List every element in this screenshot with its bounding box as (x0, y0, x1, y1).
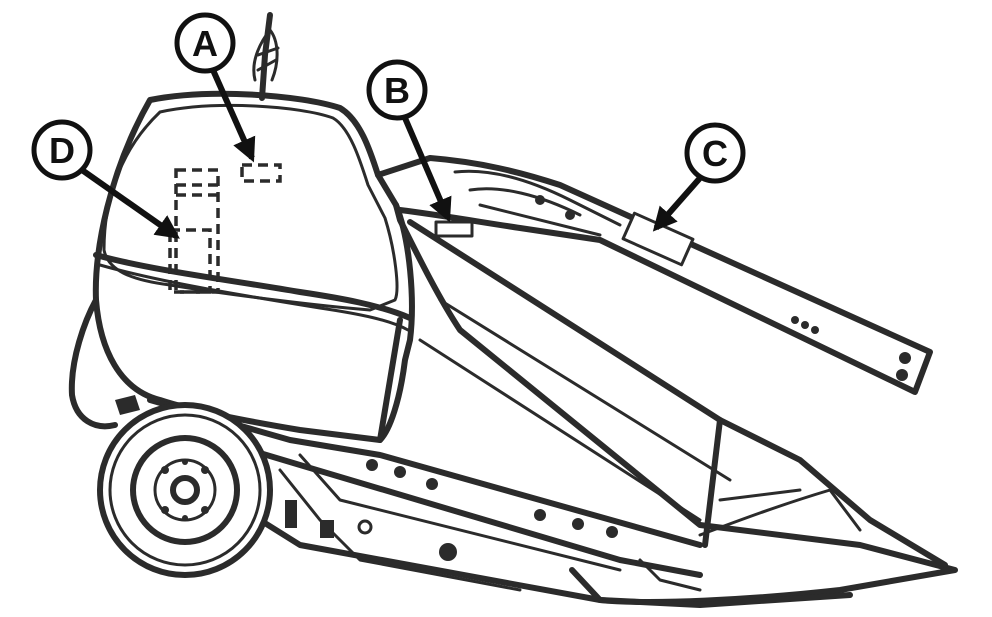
handle-bar (375, 155, 933, 395)
callout-d-leader (80, 167, 180, 239)
mower-deck (377, 202, 958, 605)
decal-location-b (434, 220, 474, 238)
callout-d: D (31, 119, 93, 181)
decal-location-a (240, 163, 282, 183)
grass-catcher-bag (68, 90, 415, 443)
callout-c-leader (652, 176, 703, 232)
callout-b-label: B (384, 70, 410, 111)
callout-a-label: A (192, 23, 218, 64)
callout-c-label: C (702, 133, 728, 174)
rear-wheel (97, 395, 273, 578)
callout-b: B (366, 59, 428, 121)
callout-a: A (174, 12, 236, 74)
callout-c: C (684, 122, 746, 184)
handle-cord (252, 12, 280, 101)
callout-a-leader (210, 68, 256, 163)
callout-b-leader (402, 116, 452, 223)
callout-d-label: D (49, 130, 75, 171)
decal-location-d (168, 168, 220, 294)
